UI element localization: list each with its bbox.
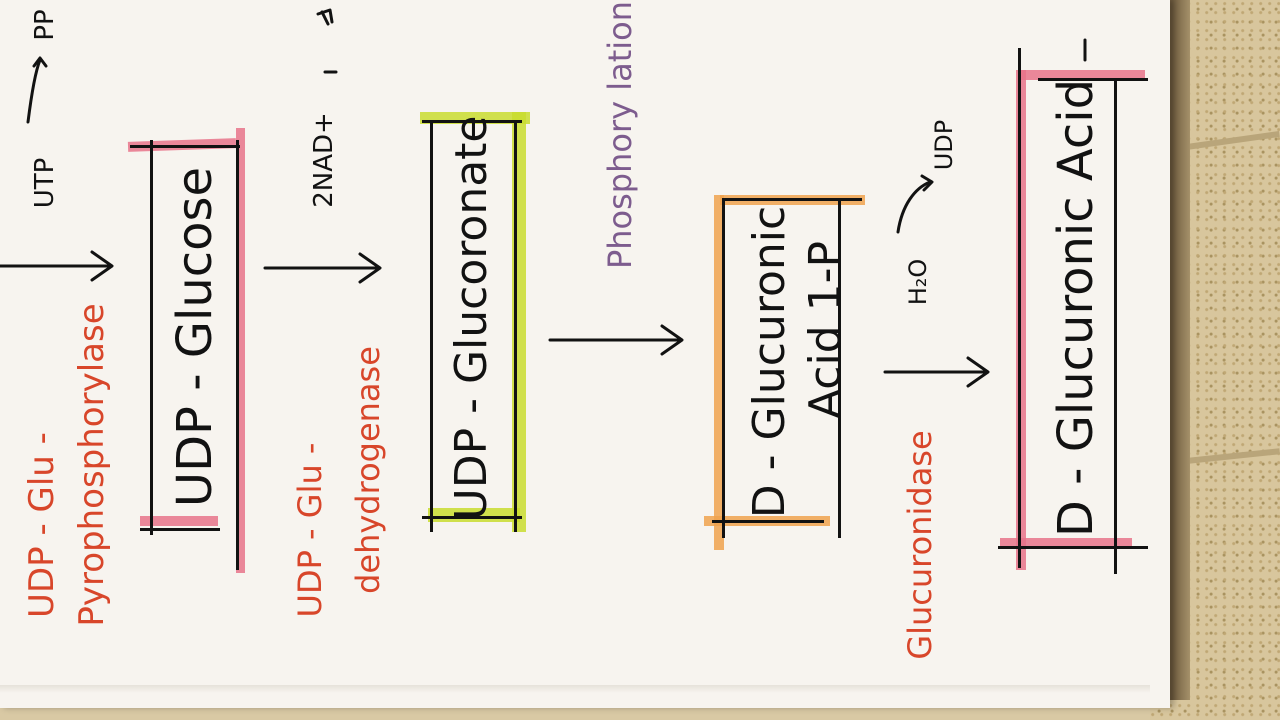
highlight-pink (236, 128, 245, 573)
paper-fold (0, 685, 1150, 693)
reaction-arrows (0, 8, 1087, 388)
nad-arrow-icon (316, 8, 338, 74)
highlight-pink (1000, 538, 1132, 548)
udp-glucose-box (130, 140, 240, 570)
h2o-udp-curve-icon (896, 174, 934, 234)
highlight-pink (140, 516, 218, 526)
arrow-3-icon (548, 324, 684, 356)
highlight-pink (1016, 70, 1026, 570)
paper-sheet: UDP - Glucose UDP - Glucoronate D - Gluc… (0, 0, 1170, 708)
utp-ppi-curve-icon (26, 56, 48, 124)
arrow-4-icon (883, 356, 990, 388)
udp-glucoronate-box (422, 120, 522, 532)
arrow-1-icon (0, 250, 114, 282)
highlight-pink (1020, 70, 1145, 80)
highlight-orange (714, 195, 724, 550)
arrow-2-icon (263, 252, 382, 284)
d-glucuronic-acid-box (998, 48, 1148, 574)
d-glucuronic-1p-box (712, 198, 862, 538)
